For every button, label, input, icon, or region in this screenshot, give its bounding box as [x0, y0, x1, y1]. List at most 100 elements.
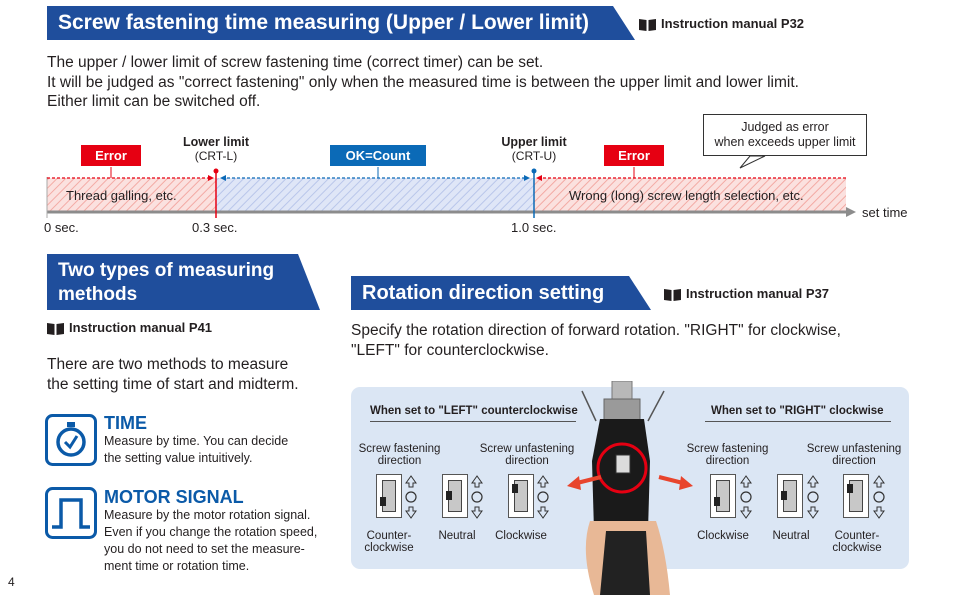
desc-line: Measure by time. You can decide: [104, 434, 289, 448]
callout-line: when exceeds upper limit: [714, 135, 856, 149]
section-title-rotation-direction: Rotation direction setting: [351, 276, 651, 310]
tick-label-lower: 0.3 sec.: [192, 220, 238, 235]
desc-line: ment time or rotation time.: [104, 559, 250, 573]
switch-neutral: [442, 474, 468, 518]
desc-line: the setting value intuitively.: [104, 451, 253, 465]
manual-reference-p41[interactable]: Instruction manual P41: [47, 320, 213, 336]
direction-arrows: [567, 475, 693, 490]
left-error-dash-arrow: [208, 175, 214, 181]
switch-counterclockwise: [843, 474, 869, 518]
col-line: Screw unfastening: [806, 443, 902, 455]
heading-underline: [370, 421, 576, 422]
timeline-graphic: [46, 155, 856, 218]
time-axis-arrow: [846, 207, 856, 217]
paragraph-line: Specify the rotation direction of forwar…: [351, 322, 841, 339]
title-line: Two types of measuring: [58, 260, 275, 281]
updown-arrow-icon: [740, 475, 752, 519]
label-neutral: Neutral: [438, 530, 476, 542]
paragraph-line: "LEFT" for counterclockwise.: [351, 341, 549, 359]
col-line: direction: [377, 455, 422, 467]
switch-neutral: [777, 474, 803, 518]
lower-limit-dot: [213, 168, 219, 174]
col-line: direction: [705, 455, 750, 467]
title-line: methods: [58, 284, 138, 305]
upper-limit-dot: [531, 168, 537, 174]
col-line: Screw fastening: [358, 443, 441, 455]
pulse-signal-icon: [45, 487, 97, 539]
right-zone-label: Wrong (long) screw length selection, etc…: [569, 188, 804, 203]
book-icon: [664, 289, 681, 302]
ok-count-badge: OK=Count: [330, 145, 426, 166]
label-line: Counter-: [366, 530, 412, 542]
manual-reference-text: Instruction manual P37: [686, 286, 830, 301]
axis-label: set time: [862, 205, 908, 220]
col-fastening-direction: Screw fastening direction: [352, 443, 447, 467]
col-line: Screw fastening: [686, 443, 769, 455]
left-error-zone: [47, 178, 216, 212]
upper-limit-code: (CRT-U): [511, 149, 557, 163]
col-line: Screw unfastening: [479, 443, 575, 455]
right-setting-heading: When set to "RIGHT" clockwise: [711, 405, 884, 417]
method-desc-motor-signal: Measure by the motor rotation signal. Ev…: [104, 507, 317, 575]
stopwatch-icon: [45, 414, 97, 466]
paragraph-line: The upper / lower limit of screw fasteni…: [47, 54, 544, 71]
upper-limit-title: Upper limit: [501, 135, 567, 149]
lower-limit-code: (CRT-L): [194, 149, 238, 163]
callout-box: Judged as error when exceeds upper limit: [703, 114, 867, 156]
tick-label-upper: 1.0 sec.: [511, 220, 557, 235]
upper-limit-label: Upper limit (CRT-U): [488, 135, 580, 163]
section-title-fastening-time: Screw fastening time measuring (Upper / …: [47, 6, 635, 40]
rotation-description: Specify the rotation direction of forwar…: [351, 321, 841, 360]
paragraph-line: Either limit can be switched off.: [47, 93, 261, 110]
ok-dash-arrow-right: [524, 175, 530, 181]
ok-dash-arrow-left: [220, 175, 226, 181]
error-badge-left: Error: [81, 145, 141, 166]
desc-line: you do not need to set the measure-: [104, 542, 305, 556]
manual-reference-text: Instruction manual P41: [69, 320, 213, 335]
callout-pointer: [739, 155, 766, 169]
manual-reference-text: Instruction manual P32: [661, 16, 805, 31]
col-unfastening-direction: Screw unfastening direction: [474, 443, 580, 467]
switch-clockwise: [508, 474, 534, 518]
desc-line: Even if you change the rotation speed,: [104, 525, 318, 539]
switch-clockwise: [710, 474, 736, 518]
manual-reference-p37[interactable]: Instruction manual P37: [664, 286, 830, 302]
tick-label-0: 0 sec.: [44, 220, 79, 235]
label-line: clockwise: [364, 542, 414, 554]
section-title-measuring-methods: Two types of measuring methods: [47, 254, 320, 310]
callout-line: Judged as error: [741, 120, 829, 134]
paragraph-line: There are two methods to measure: [47, 356, 289, 373]
screwdriver-photo: [581, 381, 670, 595]
label-neutral: Neutral: [772, 530, 810, 542]
left-setting-heading: When set to "LEFT" counterclockwise: [370, 405, 578, 417]
updown-arrow-icon: [537, 475, 549, 519]
label-counterclockwise: Counter- clockwise: [358, 530, 420, 554]
book-icon: [639, 19, 656, 32]
left-zone-label: Thread galling, etc.: [66, 188, 177, 203]
method-title-time: TIME: [104, 413, 147, 433]
label-line: clockwise: [832, 542, 882, 554]
methods-description: There are two methods to measure the set…: [47, 355, 299, 394]
col-unfastening-direction: Screw unfastening direction: [801, 443, 907, 467]
fastening-time-description: The upper / lower limit of screw fasteni…: [47, 53, 799, 112]
method-title-motor-signal: MOTOR SIGNAL: [104, 487, 244, 507]
col-line: direction: [832, 455, 876, 467]
right-error-zone: [534, 178, 846, 212]
col-line: direction: [505, 455, 549, 467]
error-badge-right: Error: [604, 145, 664, 166]
col-fastening-direction: Screw fastening direction: [680, 443, 775, 467]
lower-limit-title: Lower limit: [183, 135, 249, 149]
label-clockwise: Clockwise: [495, 530, 547, 542]
heading-underline: [705, 421, 891, 422]
book-icon: [47, 323, 64, 336]
paragraph-line: the setting time of start and midterm.: [47, 375, 299, 393]
lower-limit-label: Lower limit (CRT-L): [170, 135, 262, 163]
manual-reference-p32[interactable]: Instruction manual P32: [639, 16, 805, 32]
desc-line: Measure by the motor rotation signal.: [104, 508, 311, 522]
paragraph-line: It will be judged as "correct fastening"…: [47, 73, 799, 91]
ok-zone: [216, 178, 534, 212]
label-counterclockwise: Counter- clockwise: [826, 530, 888, 554]
page-number: 4: [8, 575, 15, 589]
updown-arrow-icon: [405, 475, 417, 519]
updown-arrow-icon: [807, 475, 819, 519]
